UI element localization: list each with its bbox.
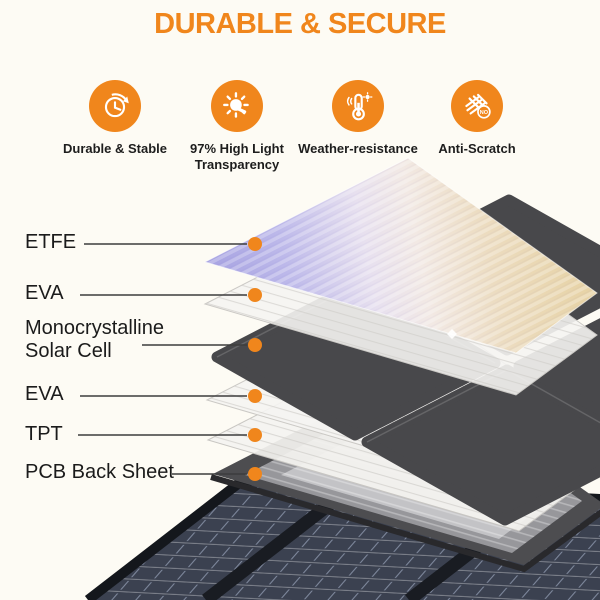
feature-anti-scratch: NO Anti-Scratch — [412, 80, 542, 157]
page-title: DURABLE & SECURE — [154, 8, 446, 40]
layer-label-line2: Solar Cell — [25, 340, 112, 362]
feature-icon-circle — [211, 80, 263, 132]
feature-icon-circle: NO — [451, 80, 503, 132]
clock-durability-icon — [104, 93, 129, 118]
layer-label-eva-upper: EVA — [25, 282, 64, 304]
feature-weather: Weather-resistance — [293, 80, 423, 157]
layer-label-tpt: TPT — [25, 423, 63, 445]
feature-transparency: 97% High Light Transparency — [172, 80, 302, 173]
feature-label: Weather-resistance — [298, 141, 418, 156]
thermometer-weather-icon — [346, 92, 373, 121]
feature-icon-circle — [332, 80, 384, 132]
anti-scratch-icon: NO — [465, 93, 491, 119]
no-badge-text: NO — [480, 110, 489, 116]
layer-label-eva-lower: EVA — [25, 383, 64, 405]
feature-label: Anti-Scratch — [438, 141, 516, 156]
layer-label-line1: Monocrystalline — [25, 317, 164, 339]
feature-label: Durable & Stable — [62, 141, 168, 156]
etfe-layer — [203, 157, 598, 354]
layer-label-pcb: PCB Back Sheet — [25, 461, 174, 483]
leader-dots — [248, 237, 262, 481]
layer-label-monocrystalline: Monocrystalline Solar Cell — [25, 317, 164, 363]
sun-transparency-icon — [223, 92, 249, 118]
feature-durable: Durable & Stable — [50, 80, 180, 157]
sparkle — [447, 329, 457, 339]
feature-label: 97% High Light Transparency — [190, 141, 284, 172]
leader-lines — [78, 243, 247, 475]
feature-icon-circle — [89, 80, 141, 132]
layer-label-etfe: ETFE — [25, 231, 77, 253]
